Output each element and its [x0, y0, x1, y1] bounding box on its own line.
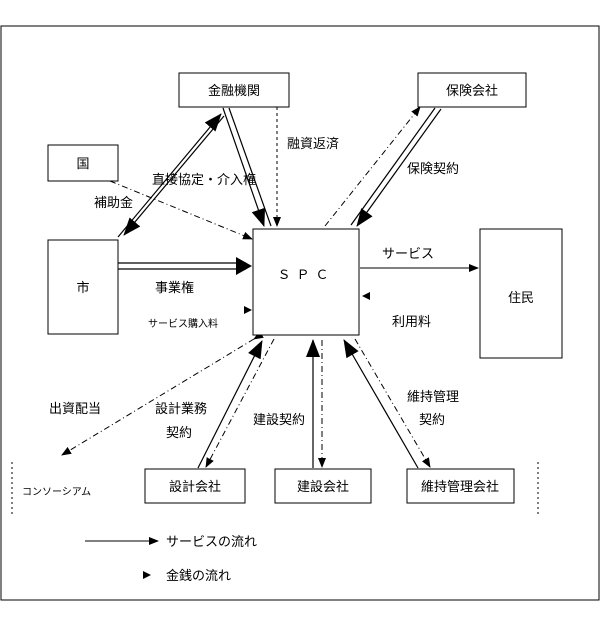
label-design-contract-line2: 契約: [166, 426, 192, 441]
residents-box: [479, 228, 563, 359]
label-investment-dividend: 出資配当: [49, 402, 101, 417]
design-spc-arrow: [197, 340, 263, 469]
construction-co-box: [274, 468, 372, 504]
usage-fee-arrowhead: [362, 292, 370, 300]
spc-design-dashed-arrow: [205, 338, 275, 468]
insurance-box: [417, 72, 527, 108]
insurance-spc-double-arrow: [350, 107, 442, 227]
legend-money-arrowhead: [143, 571, 151, 579]
spc-insurance-dashed-arrow: [324, 106, 421, 227]
maintenance-spc-arrow: [343, 339, 419, 469]
legend-money-flow: 金銭の流れ: [166, 568, 231, 584]
maintenance-co-label: 維持管理会社: [421, 479, 499, 495]
label-maintenance-contract-line1: 維持管理: [407, 390, 459, 405]
spc-label: ＳＰＣ: [277, 268, 334, 283]
label-construction-contract: 建設契約: [253, 412, 305, 428]
label-subsidy: 補助金: [94, 195, 133, 211]
label-service-purchase-fee: サービス購入料: [148, 317, 218, 330]
label-service: サービス: [382, 247, 434, 262]
country-box: [47, 144, 119, 182]
spc-maintenance-dashed-arrow: [354, 338, 431, 468]
label-design-contract-line1: 設計業務: [155, 401, 207, 417]
design-co-box: [144, 468, 246, 504]
finance-spc-double-arrow: [222, 107, 272, 227]
consortium-label: コンソーシアム: [22, 486, 91, 498]
maintenance-co-box: [406, 468, 515, 504]
finance-box: [178, 72, 290, 108]
finance-label: 金融機関: [208, 83, 260, 99]
label-insurance-contract: 保険契約: [407, 162, 459, 177]
country-label: 国: [76, 157, 89, 172]
label-business-rights: 事業権: [155, 280, 194, 296]
city-finance-double-arrow: [117, 113, 225, 238]
label-usage-fee: 利用料: [392, 315, 431, 330]
outer-frame: [0, 25, 600, 601]
city-spc-double-arrow: [118, 257, 252, 275]
insurance-label: 保険会社: [446, 83, 498, 99]
spc-box: [252, 228, 360, 336]
city-box: [47, 239, 119, 335]
service-purchase-fee-arrowhead: [244, 306, 252, 314]
construction-co-label: 建設会社: [297, 479, 349, 495]
legend-service-flow: サービスの流れ: [166, 535, 257, 550]
label-maintenance-contract-line2: 契約: [419, 413, 445, 428]
label-direct-agreement: 直接協定・介入権: [152, 172, 256, 188]
label-financing-repayment: 融資返済: [287, 136, 339, 152]
city-label: 市: [76, 280, 89, 296]
design-co-label: 設計会社: [169, 479, 221, 495]
residents-label: 住民: [508, 291, 534, 306]
investment-dividend-dashed-arrow: [61, 330, 264, 456]
